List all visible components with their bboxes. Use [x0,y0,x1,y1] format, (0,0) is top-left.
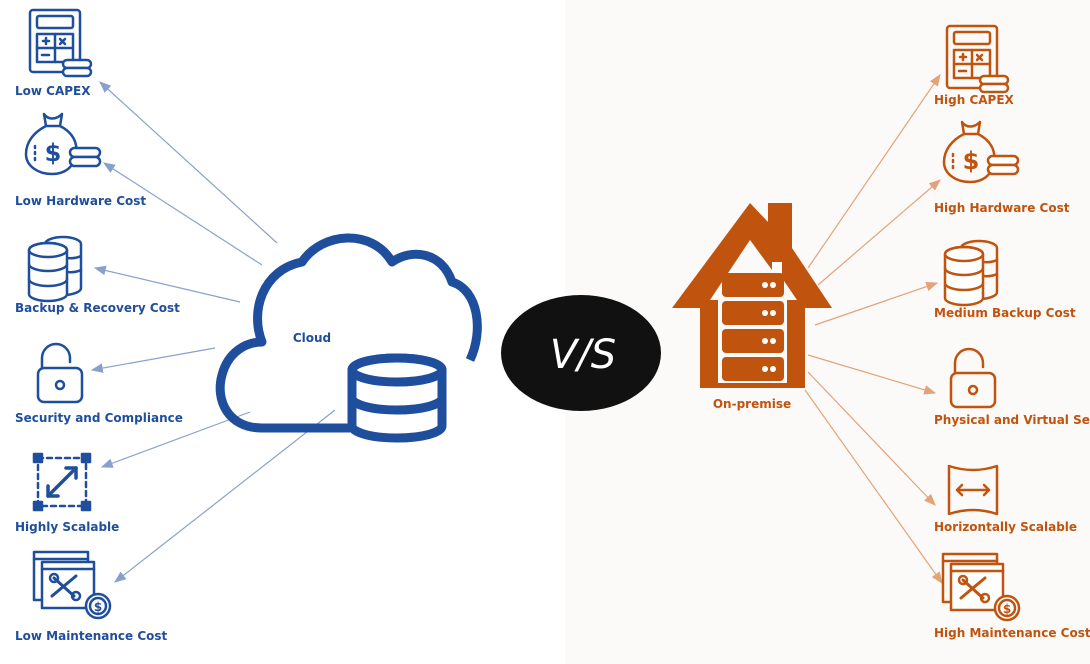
scale-horizontal-icon [947,464,999,516]
cloud-label: Cloud [293,331,331,345]
server-unit [722,301,784,325]
onprem-item-label: Horizontally Scalable [934,520,1077,534]
on-premise-server-house-icon [672,203,832,388]
money-bag-icon: $ [24,112,102,176]
onprem-arrow [804,389,943,584]
svg-text:$: $ [1003,602,1011,616]
cloud-item-label: Backup & Recovery Cost [15,301,180,315]
maintenance-icon: $ [941,552,1021,622]
cloud-arrow [102,162,263,266]
vs-badge [501,295,661,411]
cloud-item-label: Highly Scalable [15,520,119,534]
onprem-arrow [814,281,939,326]
lock-icon [36,342,84,404]
cloud-item-label: Low CAPEX [15,84,91,98]
svg-text:$: $ [94,600,102,614]
cloud-arrow [90,347,216,373]
calculator-icon [945,24,1010,94]
onprem-arrow [807,74,941,269]
onprem-arrow [807,371,936,506]
money-bag-icon: $ [942,120,1020,184]
vs-label: V/S [550,332,616,378]
svg-text:$: $ [45,139,62,167]
server-unit [722,357,784,381]
onprem-item-label: Medium Backup Cost [934,306,1076,320]
server-unit [722,329,784,353]
server-unit [722,273,784,297]
database-icon [943,239,999,307]
onprem-item-label: High Hardware Cost [934,201,1070,215]
maintenance-icon: $ [32,550,112,620]
svg-text:$: $ [963,147,980,175]
cloud-icon [215,233,482,443]
lock-icon [949,347,997,409]
cloud-item-label: Low Hardware Cost [15,194,146,208]
onprem-item-label: Physical and Virtual Security [934,413,1090,427]
cloud-arrow [100,411,251,468]
onprem-item-label: High Maintenance Cost [934,626,1090,640]
database-icon [27,235,83,303]
scale-diagonal-icon [32,452,92,512]
cloud-arrow [99,81,278,244]
cloud-arrow [114,409,336,583]
cloud-item-label: Low Maintenance Cost [15,629,168,643]
calculator-icon [28,8,93,78]
onprem-item-label: High CAPEX [934,93,1015,107]
onprem-arrow [807,354,937,395]
cloud-arrow [93,265,241,303]
onprem-arrow [817,179,941,286]
cloud-item-label: Security and Compliance [15,411,183,425]
onprem-label: On-premise [713,397,791,411]
